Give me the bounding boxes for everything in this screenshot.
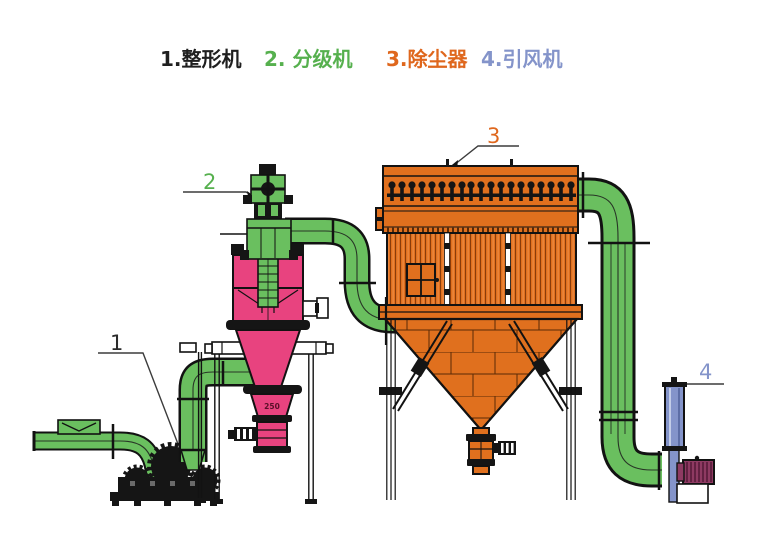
legend-item-dust-collector: 3.除尘器 [386,47,469,71]
leader-line-3 [453,145,519,166]
valve-top-flange [466,434,496,441]
collector-leg-left [386,319,396,500]
vessel-corner-flange [291,244,304,255]
legend: 1.整形机 2. 分级机 3.除尘器 4.引风机 [160,47,563,71]
valve-motor-rib [237,429,240,439]
valve-motor-rib [511,443,514,453]
panel-divider [444,232,450,309]
vessel-corner-flange [231,244,244,255]
stack-bottom-flange [662,446,687,451]
cone-flange-bar [243,385,302,394]
mount-foot [289,250,298,260]
feed-inlet-detail [61,422,97,432]
valve-outlet [472,465,490,475]
platform-leg-foot [211,499,223,504]
header-tab [375,219,384,231]
collector-rotary-valve [466,427,516,475]
motor-ribs [686,462,712,482]
legend-item-fan: 4.引风机 [481,47,563,71]
callout-number-dust-collector: 3 [487,124,500,148]
stack-top-flange [662,382,687,387]
mill-foot [112,500,119,506]
callout-number-fan: 4 [699,360,712,384]
header-tab [375,207,384,219]
collector-outlet-pipe [575,195,662,470]
pipe-fittings [111,172,661,490]
motor-cap [259,164,276,175]
fan-base [676,483,709,504]
valve-motor-cap [228,430,235,439]
dust-collector [375,159,583,500]
cone-flange-ring [226,320,310,330]
leader-line-1 [98,352,179,445]
motor-tab [243,195,252,204]
stack-top-nub [671,377,677,383]
door-hinge [435,278,439,282]
mill-body-detail [170,481,175,486]
collector-leg-right [566,319,576,500]
valve-motor-rib [501,443,504,453]
feed-inlet-hopper [57,419,101,435]
brace-turnbuckle [531,357,551,377]
mill-base-plate [110,492,219,501]
mill-body-detail [130,481,135,486]
pipe-stand-foot [194,498,206,503]
mill-foot [164,500,171,506]
valve-motor-rib [506,443,509,453]
motor-stem-slot [258,205,265,216]
valve-bottom-flange [467,459,495,466]
neck-flange [252,415,292,422]
motor-stem-slot [271,205,278,216]
callout-number-mill: 1 [110,331,123,355]
motor-end-cap [676,462,685,482]
valve-motor-rib [249,429,252,439]
motor-mount-block [246,218,292,260]
valve-bottom-flange [253,446,291,453]
side-nozzle [302,300,318,317]
callout-number-classifier: 2 [203,170,216,194]
brace-turnbuckle [410,357,430,377]
fan [662,377,715,504]
cone-neck-size-marking: 250 [264,402,280,411]
classifier: 250 [220,164,329,453]
mill-body-detail [150,481,155,486]
fan-stack [664,385,685,449]
panel-divider [505,232,511,309]
feed-pipe [34,419,156,479]
rotary-valve [256,421,288,448]
roof-tick [446,159,449,167]
mount-foot [240,250,249,260]
classifier-motor [220,164,298,260]
callout-leaders: 1 2 3 4 [98,124,724,445]
mill-foot [134,500,141,506]
legend-item-classifier: 2. 分级机 [264,47,352,71]
platform-leg-foot [305,499,317,504]
platform-bracket [179,342,197,353]
legend-item-mill: 1.整形机 [160,47,242,71]
valve-shaft [493,443,498,453]
platform-tab [325,343,334,354]
motor-tab [284,195,293,204]
mill-body-detail [190,481,195,486]
side-nozzle-detail [315,303,319,313]
valve-motor-rib [243,429,246,439]
platform-tab [204,343,213,354]
roof-tick [510,159,513,167]
